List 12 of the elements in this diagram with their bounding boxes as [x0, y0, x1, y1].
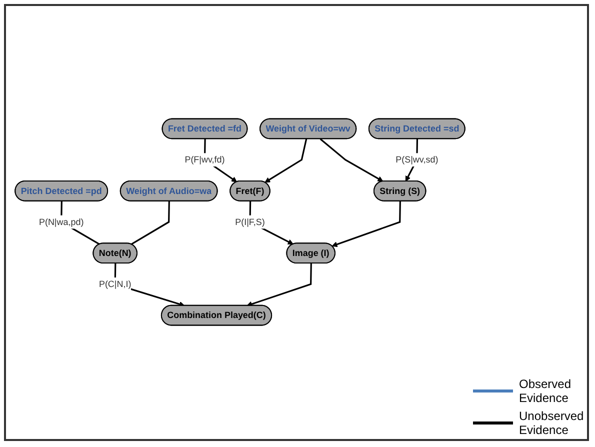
- arrow: [264, 138, 308, 183]
- legend-text: Unobserved Evidence: [519, 409, 584, 437]
- edge-label: P(N|wa,pd): [38, 216, 84, 227]
- edge-label: P(C|N,I): [98, 278, 132, 289]
- arrow: [246, 263, 312, 307]
- legend-text: Observed Evidence: [519, 377, 572, 405]
- connector: [130, 201, 170, 245]
- edge-label: P(S|wv,sd): [396, 154, 438, 165]
- arrow: [332, 201, 401, 248]
- arrow: [320, 138, 384, 182]
- edge-label: P(F|wv,fd): [184, 154, 225, 165]
- edge-label: P(I|F,S): [235, 216, 265, 227]
